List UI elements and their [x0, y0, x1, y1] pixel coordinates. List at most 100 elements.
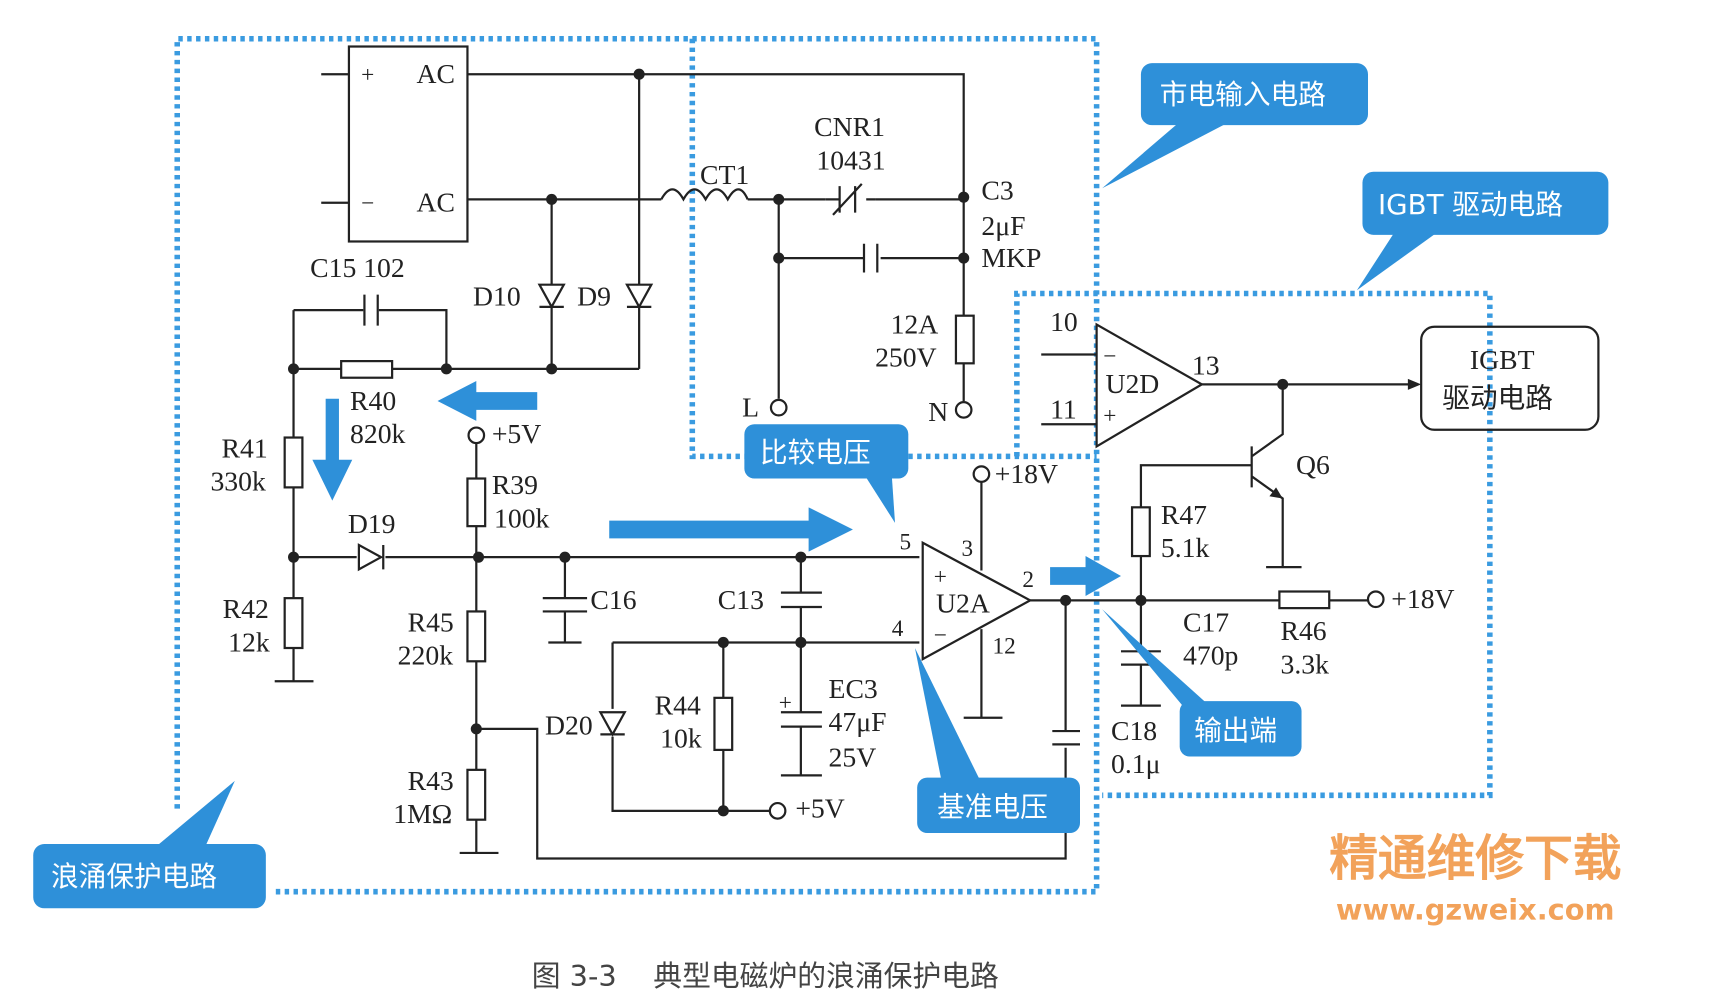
label-pin3: 3 — [961, 536, 973, 562]
surge-input-network — [288, 199, 654, 379]
label-d10: D10 — [473, 281, 521, 312]
label-r39: R39 — [492, 469, 538, 500]
bridge-ac2: AC — [416, 187, 454, 218]
label-c17-val: 470p — [1183, 640, 1238, 671]
watermark-cn: 精通维修下载 — [1329, 831, 1621, 887]
u2d-comparator — [1095, 322, 1205, 449]
arrow-output-icon — [1050, 556, 1121, 596]
mains-wiring — [467, 68, 975, 419]
label-r46-val: 3.3k — [1280, 648, 1329, 679]
label-ec3-val: 47μF — [829, 706, 887, 737]
label-c3-val: 2μF — [981, 210, 1025, 241]
bridge-ac1: AC — [416, 58, 454, 89]
label-r45: R45 — [408, 606, 454, 637]
d9-diode — [625, 283, 654, 310]
label-u2d: U2D — [1105, 368, 1159, 399]
arrow-right-icon — [609, 507, 853, 552]
n-terminal — [954, 400, 973, 419]
callout-surge-text: 浪涌保护电路 — [51, 860, 217, 893]
label-pin12: 12 — [992, 634, 1015, 660]
arrow-left-icon — [437, 381, 538, 421]
vcc18-terminal-a — [972, 465, 991, 483]
r44-resistor — [713, 696, 734, 752]
label-c13: C13 — [718, 584, 764, 615]
r47-resistor — [1130, 506, 1151, 558]
figure-caption: 图 3-3 典型电磁炉的浪涌保护电路 — [532, 959, 999, 993]
r39-resistor — [466, 477, 487, 528]
label-d20: D20 — [545, 709, 593, 740]
label-c3-type: MKP — [981, 242, 1041, 273]
label-u2d-plus: + — [1103, 403, 1116, 429]
label-igbt-box-2: 驱动电路 — [1442, 382, 1553, 415]
divider-network — [274, 368, 1080, 860]
vcc5-terminal-b — [768, 801, 787, 820]
label-c16: C16 — [590, 584, 636, 615]
d10-diode — [537, 283, 566, 310]
callout-compare: 比较电压 — [744, 424, 909, 523]
label-fuse-v: 250V — [875, 342, 937, 373]
label-r40: R40 — [350, 385, 396, 416]
callout-mains: 市电输入电路 — [1102, 63, 1368, 189]
feedback-capacitor — [476, 600, 1080, 860]
label-u2a-minus: − — [934, 622, 947, 648]
label-pin4: 4 — [892, 616, 904, 642]
ec3-polarity: + — [779, 690, 792, 716]
label-r44-val: 10k — [660, 723, 702, 754]
cnr1-varistor — [825, 183, 876, 216]
watermark: 精通维修下载 www.gzweix.com — [1329, 831, 1621, 926]
label-n: N — [928, 396, 948, 427]
bridge-rectifier: + − AC AC — [321, 45, 469, 243]
label-ec3-v: 25V — [829, 742, 877, 773]
r43-resistor — [466, 768, 487, 821]
label-c17: C17 — [1183, 606, 1229, 637]
callout-igbt-drive: IGBT 驱动电路 — [1356, 171, 1609, 291]
d19-diode — [357, 543, 385, 572]
label-l: L — [742, 391, 759, 422]
label-pin5: 5 — [899, 529, 911, 555]
label-r42-val: 12k — [228, 626, 270, 657]
label-vcc18-a: +18V — [995, 458, 1058, 489]
label-c3: C3 — [981, 174, 1013, 205]
bridge-plus: + — [361, 62, 374, 88]
callout-reference-text: 基准电压 — [937, 790, 1048, 823]
r42-resistor — [283, 597, 304, 650]
arrow-down-icon — [312, 398, 353, 501]
label-q6: Q6 — [1296, 449, 1330, 480]
label-c18: C18 — [1111, 715, 1157, 746]
label-vcc5-b: +5V — [795, 792, 844, 823]
igbt-drive-section — [1041, 322, 1600, 601]
label-ct1: CT1 — [700, 159, 749, 190]
watermark-url: www.gzweix.com — [1336, 892, 1615, 926]
ct1-coil — [660, 188, 749, 202]
r40-resistor — [340, 360, 394, 379]
c16-capacitor — [542, 557, 588, 644]
label-vcc18-b: +18V — [1391, 583, 1454, 614]
label-u2a: U2A — [936, 588, 990, 619]
bridge-minus: − — [361, 190, 374, 216]
vcc5-terminal-a — [467, 426, 486, 445]
c15-capacitor — [363, 294, 379, 326]
label-r43-val: 1MΩ — [393, 798, 452, 829]
label-fuse-a: 12A — [891, 308, 939, 339]
label-r40-val: 820k — [350, 418, 406, 449]
flow-arrows — [312, 381, 1121, 596]
label-pin13: 13 — [1192, 349, 1220, 380]
r46-resistor — [1278, 590, 1331, 610]
label-u2a-plus: + — [934, 564, 947, 590]
label-c15: C15 102 — [310, 252, 405, 283]
c13-ec3-capacitors — [780, 557, 822, 777]
fuse — [954, 314, 975, 365]
label-ec3: EC3 — [829, 673, 878, 704]
label-cnr1: CNR1 — [814, 111, 885, 142]
label-d9: D9 — [577, 281, 611, 312]
component-labels: CT1 CNR1 10431 C3 2μF MKP 12A 250V L N C… — [210, 111, 1553, 829]
c3-capacitor — [862, 243, 879, 273]
label-pin11: 11 — [1050, 394, 1077, 425]
label-r41: R41 — [222, 432, 268, 463]
u2a-comparator — [921, 465, 1385, 719]
igbt-drive-box — [1420, 325, 1600, 431]
callout-igbt-drive-text: IGBT 驱动电路 — [1378, 188, 1563, 221]
callout-compare-text: 比较电压 — [760, 436, 871, 469]
label-r47: R47 — [1161, 499, 1207, 530]
